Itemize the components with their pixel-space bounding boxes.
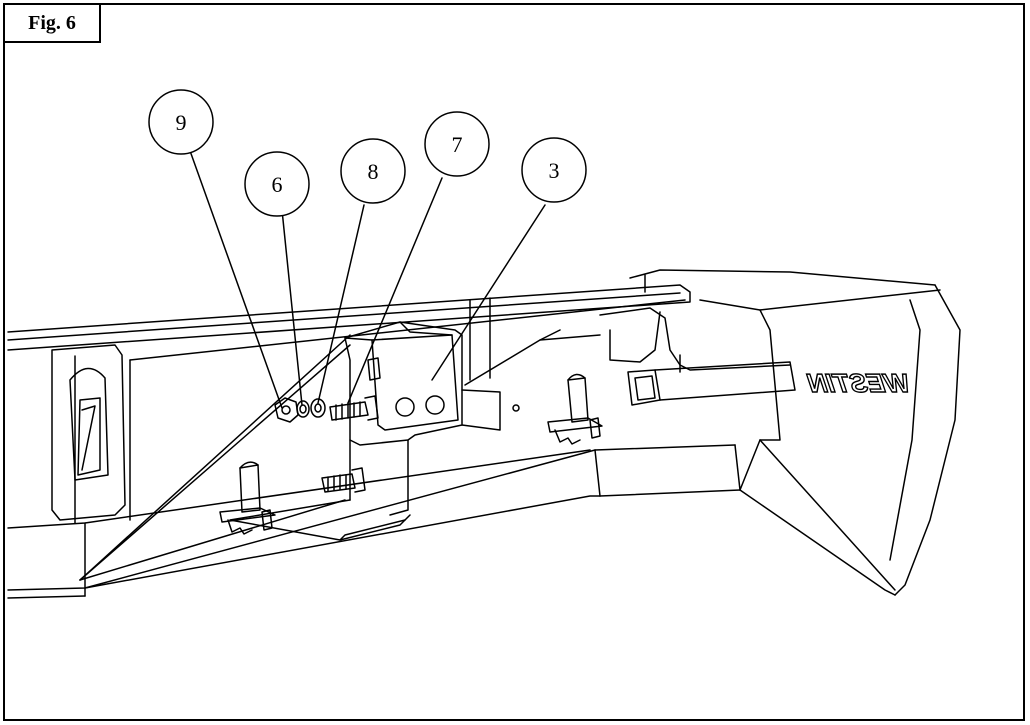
flat-washer xyxy=(310,398,326,418)
leader-line-3 xyxy=(431,204,546,381)
leader-line-8 xyxy=(317,204,365,404)
bumper-slot-left xyxy=(51,344,126,521)
bumper-body xyxy=(7,269,961,599)
callout-9: 9 xyxy=(148,89,214,155)
callout-3: 3 xyxy=(521,137,587,203)
upper-bolt xyxy=(367,357,381,381)
leader-line-6 xyxy=(281,209,303,406)
callout-8-number: 8 xyxy=(368,159,379,184)
clip-bracket-left xyxy=(219,461,276,535)
support-struts xyxy=(79,329,601,581)
callout-7: 7 xyxy=(424,111,490,177)
leader-line-7 xyxy=(347,177,443,404)
callout-7-number: 7 xyxy=(452,132,463,157)
callout-3-number: 3 xyxy=(549,158,560,183)
callout-9-number: 9 xyxy=(176,110,187,135)
callout-8: 8 xyxy=(340,138,406,204)
hardware-stack xyxy=(274,397,326,423)
leader-line-9 xyxy=(188,147,283,409)
callout-6-number: 6 xyxy=(272,172,283,197)
bolt xyxy=(329,395,379,421)
hitch-receiver xyxy=(599,307,796,406)
callouts: 9 6 8 7 3 xyxy=(148,89,587,217)
lower-bolt xyxy=(321,467,366,493)
leader-lines xyxy=(188,147,546,409)
lock-washer xyxy=(296,400,310,418)
figure-label: Fig. 6 xyxy=(3,3,101,43)
nut xyxy=(274,397,299,423)
clip-bracket-right xyxy=(547,373,603,445)
logo-text: WESTIN xyxy=(805,368,911,398)
callout-6: 6 xyxy=(244,151,310,217)
westin-logo: WESTIN xyxy=(804,367,912,398)
